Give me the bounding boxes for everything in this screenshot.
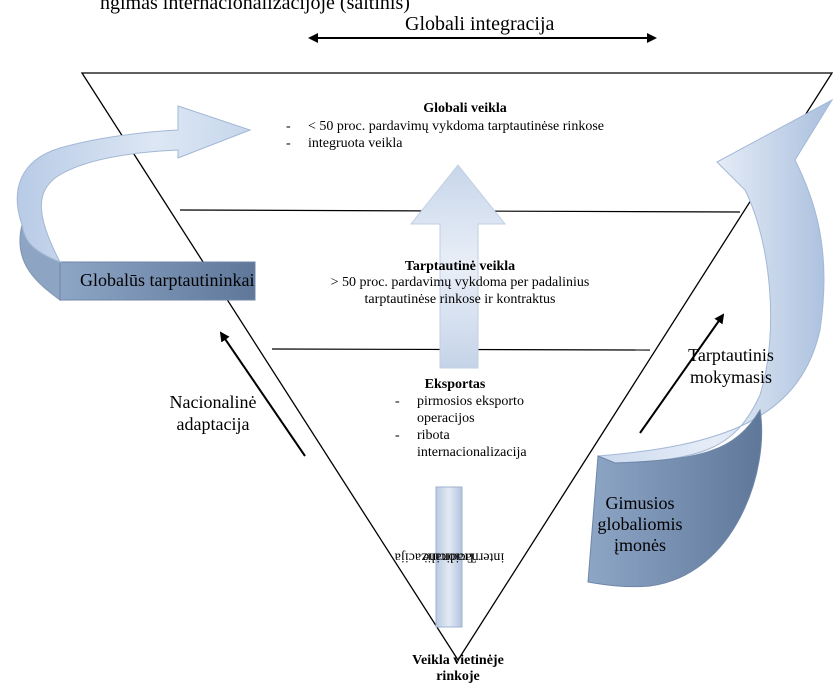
domestic-activity-line1: Veikla vietinėje [412, 653, 504, 668]
born-global-line3: įmonės [614, 535, 666, 555]
domestic-activity-line2: rinkoje [436, 669, 480, 684]
global-bullet-1: < 50 proc. pardavimų vykdoma tarptautinė… [286, 118, 604, 135]
born-global-line2: globaliomis [597, 514, 683, 534]
international-learning-line1: Tarptautinis [688, 345, 774, 365]
national-adaptation-arrow [219, 331, 306, 457]
international-learning-arrow [639, 313, 725, 434]
global-activity-bullets: < 50 proc. pardavimų vykdoma tarptautinė… [286, 118, 604, 152]
national-adaptation-line1: Nacionalinė [169, 392, 257, 412]
global-internationals-label: Globalūs tarptautininkai [80, 270, 255, 290]
global-integration-label: Globali integracija [405, 13, 555, 35]
global-bullet-2: integruota veikla [286, 135, 604, 152]
national-adaptation-line2: adaptacija [176, 414, 250, 434]
inverted-triangle [80, 72, 833, 662]
born-global-line1: Gimusios [605, 493, 675, 513]
global-activity-title: Globali veikla [423, 101, 507, 116]
international-desc-line1: > 50 proc. pardavimų vykdoma per padalin… [330, 275, 590, 290]
international-desc-line2: tarptautinėse rinkose ir kontraktus [364, 292, 556, 307]
left-curved-arrow [16, 105, 256, 301]
central-up-arrow [409, 164, 507, 369]
international-activity-title: Tarptautinė veikla [404, 259, 516, 274]
figure-caption-partial: ngimas internacionalizacijoje (šaltinis) [100, 0, 410, 14]
traditional-internationalization-bar [435, 486, 463, 628]
right-curved-arrow [587, 98, 833, 588]
export-title: Eksportas [424, 377, 486, 392]
international-learning-line2: mokymasis [689, 367, 772, 387]
